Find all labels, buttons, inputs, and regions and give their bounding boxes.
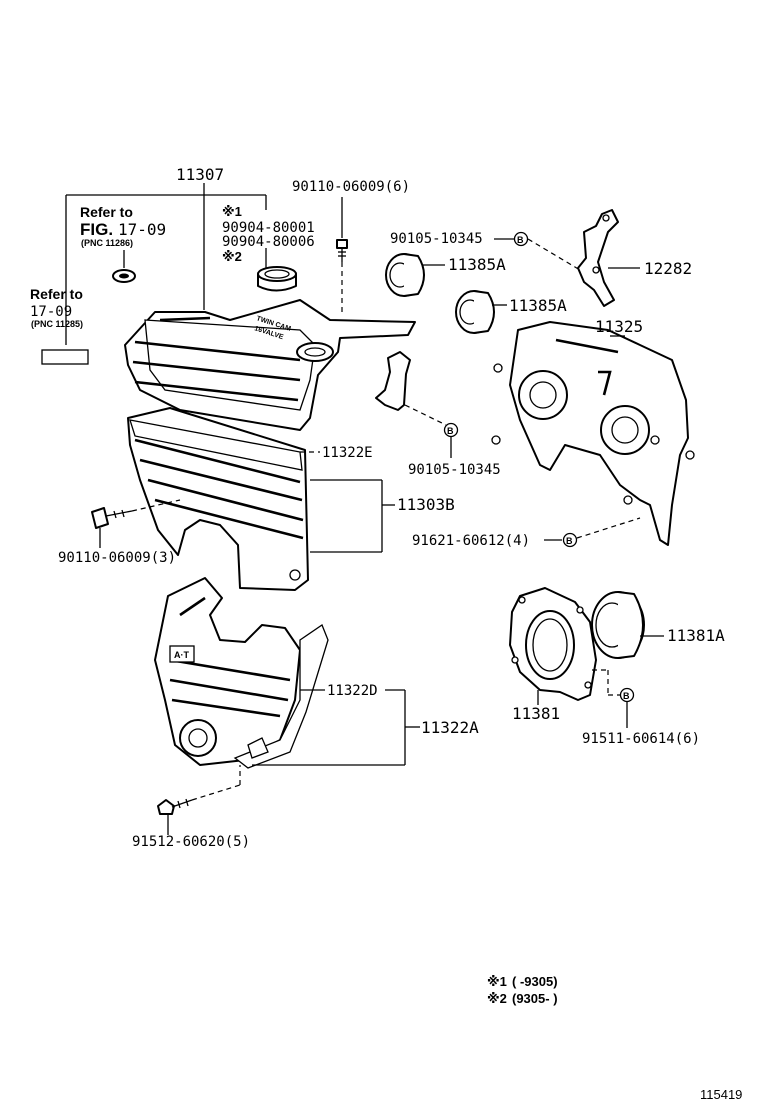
refer-to-text-1: Refer to	[80, 204, 133, 220]
refer-pnc-2[interactable]: (PNC 11285)	[31, 319, 83, 329]
note-1-text: ( -9305)	[512, 974, 558, 989]
cylinder-head-cover: TWIN CAM 16VALVE	[124, 299, 416, 431]
svg-text:B: B	[517, 235, 524, 245]
svg-text:B: B	[447, 426, 454, 436]
label-11381A[interactable]: 11381A	[667, 626, 725, 645]
label-91621-60612-4[interactable]: 91621-60612(4)	[412, 533, 530, 549]
label-90904-80001[interactable]: 90904-80001	[222, 220, 315, 236]
illustration-number: 115419	[700, 1087, 742, 1102]
refer-pnc-1[interactable]: (PNC 11286)	[81, 238, 133, 248]
svg-text:B: B	[566, 536, 573, 546]
variant-mark-1: ※1	[222, 204, 242, 219]
bolt-icon-left	[91, 507, 133, 529]
refer-to-text-2: Refer to	[30, 286, 83, 302]
label-11322E[interactable]: 11322E	[322, 445, 373, 461]
refer-fig-label: FIG.	[80, 220, 113, 239]
timing-belt-cover-lower: A·T	[154, 577, 329, 769]
label-11385A-2[interactable]: 11385A	[509, 296, 567, 315]
bolt-mark-seal: B	[619, 687, 635, 703]
label-11322D[interactable]: 11322D	[327, 683, 378, 699]
timing-belt-cover-upper	[127, 407, 309, 591]
timing-belt-plate-11325	[491, 321, 695, 546]
cover-emblem: A·T	[174, 650, 189, 660]
refer-fig-number-1[interactable]: 17-09	[118, 220, 166, 239]
oil-seal-11385A-2	[455, 290, 495, 334]
rear-seal-retainer-11381	[509, 587, 597, 701]
note-2-text: (9305- )	[512, 991, 558, 1006]
variant-mark-2: ※2	[222, 249, 242, 264]
label-90110-06009-3[interactable]: 90110-06009(3)	[58, 550, 176, 566]
label-11325[interactable]: 11325	[595, 317, 643, 336]
label-90110-06009-6[interactable]: 90110-06009(6)	[292, 179, 410, 195]
label-91512-60620-5[interactable]: 91512-60620(5)	[132, 834, 250, 850]
label-12282[interactable]: 12282	[644, 259, 692, 278]
engine-hanger-12282	[577, 209, 619, 307]
refer-fig-number-2[interactable]: 17-09	[30, 304, 72, 320]
bracket-11322A	[252, 689, 420, 766]
label-11303B[interactable]: 11303B	[397, 495, 455, 514]
label-90105-10345-top[interactable]: 90105-10345	[390, 231, 483, 247]
oil-seal-11385A-1	[385, 253, 425, 297]
label-11381[interactable]: 11381	[512, 704, 560, 723]
bolt-mark-top: B	[513, 231, 529, 247]
label-91511-60614-6[interactable]: 91511-60614(6)	[582, 731, 700, 747]
flange-bolt-icon	[157, 798, 193, 815]
label-90904-80006[interactable]: 90904-80006	[222, 234, 315, 250]
stud-bolt-icon	[336, 239, 348, 262]
rear-oil-seal-11381A	[591, 591, 645, 659]
leader-11307	[65, 183, 267, 345]
cover-bracket-small	[375, 351, 411, 411]
label-11307[interactable]: 11307	[176, 165, 224, 184]
label-11322A[interactable]: 11322A	[421, 718, 479, 737]
oil-cap-gasket-small	[112, 250, 136, 283]
bracket-11303B	[310, 479, 395, 553]
label-90105-10345-mid[interactable]: 90105-10345	[408, 462, 501, 478]
label-11385A-1[interactable]: 11385A	[448, 255, 506, 274]
note-1-mark: ※1	[487, 974, 507, 989]
oil-filler-cap	[257, 248, 297, 292]
gasket-strip	[41, 349, 89, 365]
bolt-mark-mid: B	[443, 422, 459, 438]
bolt-mark-plate: B	[562, 532, 578, 548]
note-2-mark: ※2	[487, 991, 507, 1006]
svg-text:B: B	[623, 691, 630, 701]
